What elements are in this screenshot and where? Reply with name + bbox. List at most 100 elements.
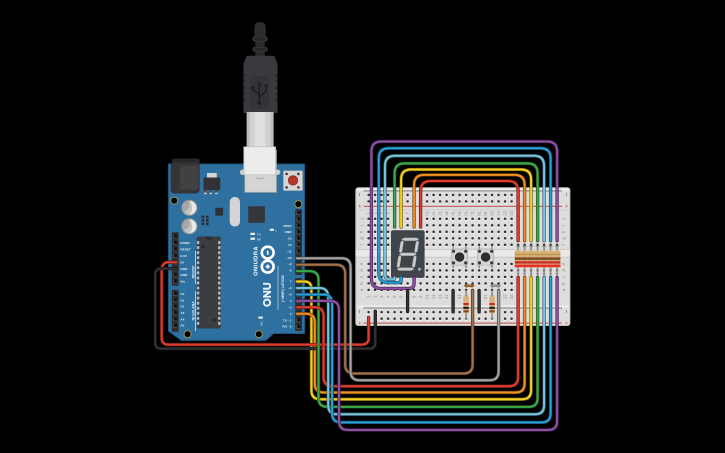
svg-text:31: 31 — [444, 210, 449, 215]
svg-text:g: g — [359, 237, 364, 240]
svg-text:i: i — [561, 225, 566, 226]
svg-text:IOREF: IOREF — [180, 241, 190, 245]
svg-text:−: − — [563, 310, 570, 314]
svg-text:i: i — [359, 225, 364, 226]
svg-text:21: 21 — [438, 294, 443, 299]
svg-text:A5: A5 — [180, 324, 184, 328]
svg-text:j: j — [359, 218, 364, 220]
svg-text:22: 22 — [503, 294, 508, 299]
svg-text:NO: NO — [260, 321, 264, 326]
svg-text:~9: ~9 — [288, 262, 292, 266]
svg-text:A0: A0 — [180, 292, 184, 296]
svg-text:32: 32 — [509, 210, 514, 215]
svg-text:TX: TX — [257, 233, 261, 237]
svg-text:91: 91 — [483, 294, 488, 299]
svg-text:4: 4 — [386, 211, 391, 214]
svg-text:c: c — [359, 275, 364, 278]
svg-text:1: 1 — [366, 211, 371, 214]
svg-text:~6: ~6 — [288, 286, 292, 290]
svg-text:7: 7 — [405, 211, 410, 214]
svg-text:b: b — [359, 282, 364, 285]
svg-text:j: j — [561, 218, 566, 220]
svg-text:~5: ~5 — [288, 293, 292, 297]
svg-text:~10: ~10 — [286, 256, 292, 260]
svg-text:d: d — [359, 269, 364, 272]
svg-text:TX→1: TX→1 — [283, 318, 292, 322]
svg-text:5: 5 — [392, 295, 397, 298]
svg-text:GND: GND — [180, 267, 188, 271]
svg-text:5V: 5V — [180, 260, 185, 264]
svg-text:e: e — [359, 262, 364, 265]
svg-text:a: a — [561, 288, 566, 291]
svg-text:b: b — [561, 282, 566, 285]
svg-text:21: 21 — [438, 210, 443, 215]
svg-text:e: e — [561, 262, 566, 265]
svg-text:f: f — [561, 243, 566, 245]
svg-text:REWOP: REWOP — [192, 265, 196, 279]
svg-text:f: f — [359, 243, 364, 245]
svg-text:8: 8 — [412, 295, 417, 298]
svg-text:~11: ~11 — [286, 249, 291, 253]
svg-text:6: 6 — [399, 295, 404, 298]
svg-text:h: h — [359, 230, 364, 233]
svg-text:2: 2 — [290, 312, 292, 316]
svg-text:71: 71 — [470, 210, 475, 215]
svg-text:−: − — [357, 310, 364, 314]
svg-text:c: c — [561, 275, 566, 278]
svg-text:RX←0: RX←0 — [282, 325, 291, 329]
svg-text:Vin: Vin — [180, 280, 185, 284]
svg-text:RESET: RESET — [180, 247, 190, 251]
svg-text:L: L — [275, 229, 277, 233]
svg-text:ONU: ONU — [262, 282, 274, 307]
svg-text:01: 01 — [425, 294, 430, 299]
svg-text:ONIUDRA: ONIUDRA — [254, 246, 260, 276]
svg-text:)~MWP( LATIGID: )~MWP( LATIGID — [281, 275, 285, 302]
svg-text:+: + — [357, 204, 364, 208]
svg-text:~3: ~3 — [288, 305, 292, 309]
svg-text:NI GOLANA: NI GOLANA — [192, 301, 196, 321]
svg-text:AREF: AREF — [283, 224, 292, 228]
svg-text:61: 61 — [464, 210, 469, 215]
svg-text:01: 01 — [425, 210, 430, 215]
svg-text:81: 81 — [477, 210, 482, 215]
svg-text:−: − — [563, 193, 570, 197]
svg-text:GND: GND — [285, 230, 293, 234]
svg-text:+: + — [357, 321, 364, 325]
svg-text:91: 91 — [483, 210, 488, 215]
svg-text:h: h — [561, 230, 566, 233]
svg-text:A2: A2 — [180, 305, 184, 309]
svg-text:41: 41 — [451, 210, 456, 215]
svg-text:13: 13 — [288, 237, 292, 241]
svg-text:11: 11 — [431, 294, 436, 299]
svg-text:3: 3 — [379, 211, 384, 214]
svg-text:31: 31 — [444, 294, 449, 299]
svg-text:02: 02 — [490, 210, 495, 215]
svg-text:−: − — [357, 193, 364, 197]
svg-text:32: 32 — [509, 294, 514, 299]
svg-text:a: a — [359, 288, 364, 291]
svg-text:A4: A4 — [180, 317, 184, 321]
svg-text:1: 1 — [366, 295, 371, 298]
svg-text:A1: A1 — [180, 298, 184, 302]
svg-text:51: 51 — [457, 294, 462, 299]
svg-text:12: 12 — [496, 210, 501, 215]
svg-text:+: + — [563, 321, 570, 325]
svg-text:7: 7 — [290, 280, 292, 284]
svg-text:RX: RX — [257, 237, 261, 241]
svg-text:22: 22 — [503, 210, 508, 215]
svg-text:g: g — [561, 237, 566, 240]
svg-text:8: 8 — [290, 269, 292, 273]
svg-text:2: 2 — [373, 295, 378, 298]
svg-text:3.3V: 3.3V — [180, 254, 187, 258]
svg-text:9: 9 — [418, 295, 423, 298]
svg-text:3: 3 — [379, 295, 384, 298]
svg-text:4: 4 — [386, 295, 391, 298]
svg-text:+: + — [563, 204, 570, 208]
svg-text:51: 51 — [457, 210, 462, 215]
svg-text:A3: A3 — [180, 311, 184, 315]
svg-text:12: 12 — [288, 243, 292, 247]
svg-text:11: 11 — [431, 210, 436, 215]
svg-text:d: d — [561, 269, 566, 272]
svg-text:2: 2 — [373, 211, 378, 214]
svg-text:GND: GND — [180, 273, 188, 277]
